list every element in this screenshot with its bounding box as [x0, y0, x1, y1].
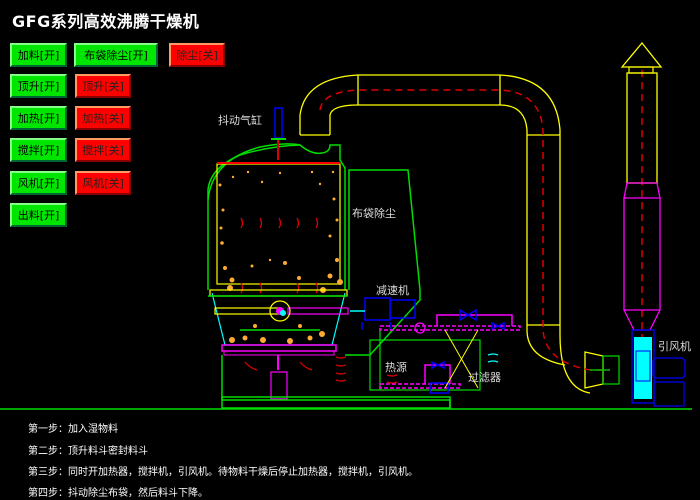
heat-source-box — [369, 339, 481, 391]
stirrer-shaft-right — [287, 307, 349, 315]
step-1: 第一步：加入湿物料 — [28, 424, 118, 435]
page-title: GFG系列高效沸腾干燥机 — [12, 12, 200, 31]
fan-on-button[interactable]: 风机[开] — [10, 171, 67, 195]
air-duct — [299, 74, 604, 394]
feed-on-button[interactable]: 加料[开] — [10, 43, 67, 67]
discharge-on-button[interactable]: 出料[开] — [10, 203, 67, 227]
step-4: 第四步：抖动除尘布袋，然后料斗下降。 — [28, 488, 208, 499]
lift-off-button[interactable]: 顶升[关] — [75, 74, 131, 98]
chimney-cap — [620, 41, 663, 68]
step-3: 第三步：同时开加热器，搅拌机，引风机。待物料干燥后停止加热器，搅拌机，引风机。 — [28, 467, 418, 478]
particles — [218, 170, 343, 293]
shaker-cylinder-body — [274, 107, 283, 139]
pressure-gauge — [414, 322, 426, 334]
bag-filter-housing — [345, 169, 421, 356]
step-2: 第二步：顶升料斗密封料斗 — [28, 446, 148, 457]
airflow-path — [319, 70, 643, 371]
bag-dust-on-button[interactable]: 布袋除尘[开] — [74, 43, 158, 67]
bag-filter-label: 布袋除尘 — [352, 207, 396, 220]
heat-off-button[interactable]: 加热[关] — [75, 106, 131, 130]
shaker-cylinder-label: 抖动气缸 — [218, 114, 262, 127]
fan-off-button[interactable]: 风机[关] — [75, 171, 131, 195]
cyclone-body — [623, 198, 661, 311]
valves — [429, 308, 505, 394]
induced-fan-label: 引风机 — [658, 340, 691, 353]
dryer-vessel-outline — [207, 144, 346, 290]
reducer-label: 减速机 — [376, 284, 409, 297]
filter-label: 过滤器 — [468, 371, 501, 384]
drying-chamber — [216, 163, 341, 285]
heat-on-button[interactable]: 加热[开] — [10, 106, 67, 130]
heat-flow-marks — [240, 217, 319, 294]
lift-on-button[interactable]: 顶升[开] — [10, 74, 67, 98]
heat-source-label: 热源 — [385, 361, 407, 374]
fan-housing — [631, 329, 655, 404]
dust-off-button[interactable]: 除尘[关] — [169, 43, 225, 67]
reducer-motor — [350, 297, 416, 330]
machine-base — [221, 396, 451, 409]
stir-on-button[interactable]: 搅拌[开] — [10, 138, 67, 162]
fan-impeller — [634, 337, 652, 399]
fan-motor — [652, 357, 686, 379]
base-plate — [221, 344, 337, 352]
lift-cylinder — [270, 371, 288, 400]
stir-off-button[interactable]: 搅拌[关] — [75, 138, 131, 162]
